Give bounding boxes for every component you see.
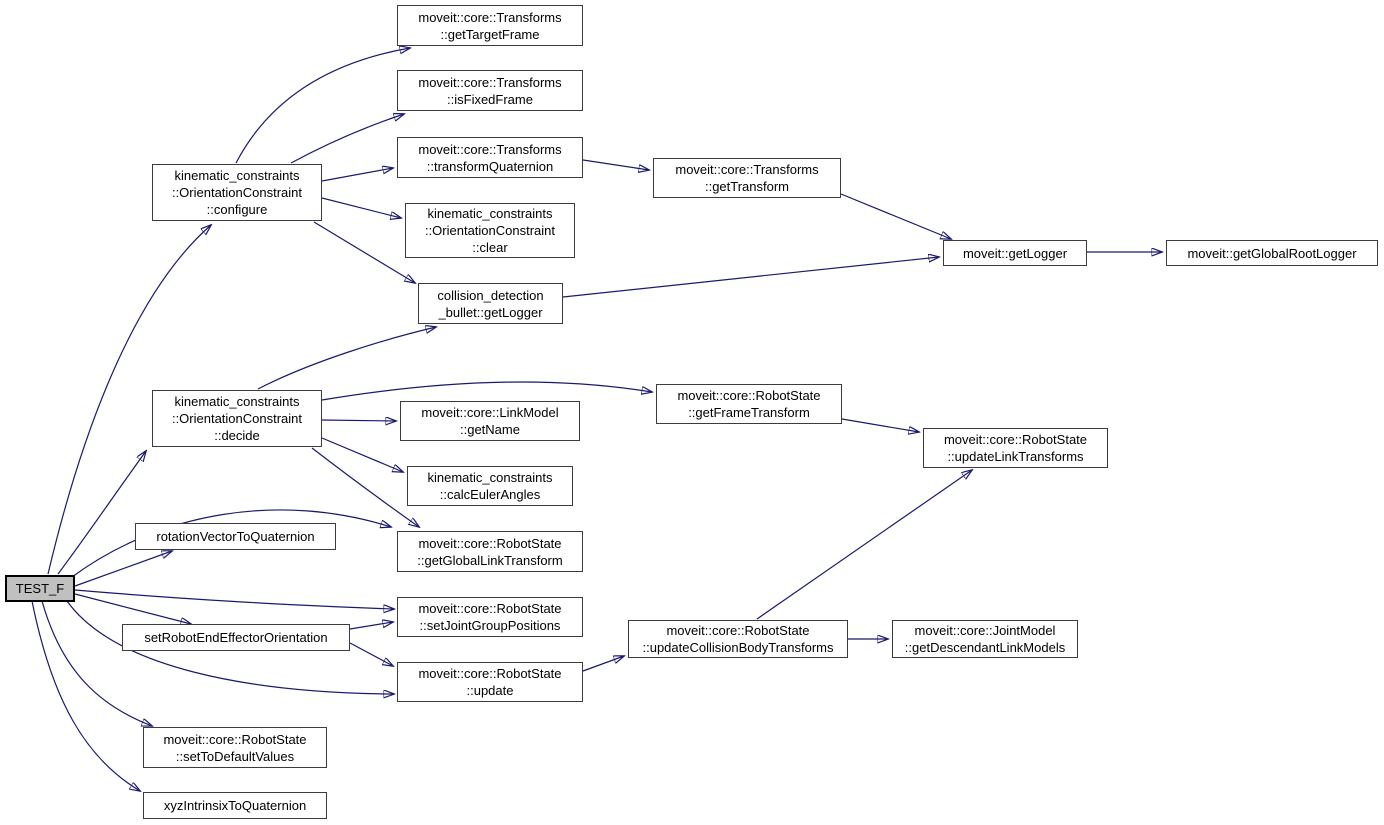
node-joint-model-get-descendant-link-models-label: moveit::core::JointModel ::getDescendant… (904, 623, 1066, 655)
edge-configure-to-getTargetFrame (235, 48, 410, 164)
edge-test_f-to-decide (57, 451, 146, 575)
node-link-model-get-name[interactable]: moveit::core::LinkModel ::getName (400, 401, 580, 441)
node-transforms-transform-quaternion-label: moveit::core::Transforms ::transformQuat… (418, 141, 562, 174)
node-get-logger[interactable]: moveit::getLogger (943, 240, 1087, 266)
node-transforms-transform-quaternion[interactable]: moveit::core::Transforms ::transformQuat… (397, 137, 583, 178)
node-robot-state-update[interactable]: moveit::core::RobotState ::update (397, 662, 583, 702)
node-joint-model-get-descendant-link-models[interactable]: moveit::core::JointModel ::getDescendant… (892, 620, 1078, 658)
node-robot-state-get-frame-transform-label: moveit::core::RobotState ::getFrameTrans… (677, 388, 821, 420)
node-transforms-is-fixed-frame-label: moveit::core::Transforms ::isFixedFrame (418, 74, 562, 107)
node-transforms-get-target-frame[interactable]: moveit::core::Transforms ::getTargetFram… (397, 5, 583, 46)
node-transforms-get-transform-label: moveit::core::Transforms ::getTransform (675, 162, 819, 194)
edge-updateCollisionBodyTransforms-to-updateLinkTransforms (756, 470, 972, 620)
node-orientation-constraint-configure[interactable]: kinematic_constraints ::OrientationConst… (152, 164, 322, 221)
edge-configure-to-isFixedFrame (290, 114, 404, 164)
node-collision-detection-bullet-get-logger[interactable]: collision_detection _bullet::getLogger (418, 283, 563, 324)
edge-decide-to-getFrameTransform (321, 381, 652, 401)
node-test-f: TEST_F (5, 575, 75, 602)
node-xyz-intrinsix-to-quaternion[interactable]: xyzIntrinsixToQuaternion (143, 792, 327, 819)
node-robot-state-set-joint-group-positions[interactable]: moveit::core::RobotState ::setJointGroup… (397, 597, 583, 637)
edge-setRobotEndEffectorOrientation-to-setJointGroupPositions (349, 622, 393, 630)
edge-decide-to-getName (321, 420, 396, 421)
node-collision-detection-bullet-get-logger-label: collision_detection _bullet::getLogger (437, 287, 544, 320)
node-calc-euler-angles-label: kinematic_constraints ::calcEulerAngles (427, 470, 553, 502)
node-robot-state-get-frame-transform[interactable]: moveit::core::RobotState ::getFrameTrans… (656, 384, 842, 424)
edge-configure-to-clear (321, 197, 401, 218)
node-get-logger-label: moveit::getLogger (962, 245, 1068, 261)
edge-test_f-to-setRobotEndEffectorOrientation (74, 593, 191, 624)
node-robot-state-get-global-link-transform[interactable]: moveit::core::RobotState ::getGlobalLink… (397, 531, 583, 572)
edge-setRobotEndEffectorOrientation-to-update (349, 642, 393, 666)
edge-decide-to-getGlobalLinkTransform (311, 447, 419, 527)
node-rotation-vector-to-quaternion-label: rotationVectorToQuaternion (156, 529, 315, 544)
edge-test_f-to-rotationVectorToQuaternion (74, 551, 172, 587)
node-set-robot-end-effector-orientation-label: setRobotEndEffectorOrientation (144, 630, 328, 645)
node-calc-euler-angles[interactable]: kinematic_constraints ::calcEulerAngles (407, 466, 573, 506)
node-orientation-constraint-decide[interactable]: kinematic_constraints ::OrientationConst… (152, 390, 322, 447)
edge-test_f-to-setToDefaultValues (41, 600, 152, 726)
node-get-global-root-logger-label: moveit::getGlobalRootLogger (1187, 245, 1357, 261)
node-link-model-get-name-label: moveit::core::LinkModel ::getName (421, 405, 559, 437)
node-set-robot-end-effector-orientation[interactable]: setRobotEndEffectorOrientation (122, 624, 350, 651)
edge-test_f-to-getGlobalLinkTransform (71, 509, 391, 578)
edge-bulletGetLogger-to-getLogger (562, 257, 939, 298)
edge-decide-to-calcEulerAngles (321, 437, 403, 472)
edge-update-to-updateCollisionBodyTransforms (582, 656, 624, 672)
node-orientation-constraint-configure-label: kinematic_constraints ::OrientationConst… (171, 168, 303, 217)
edge-decide-to-bulletGetLogger (257, 327, 436, 390)
node-rotation-vector-to-quaternion[interactable]: rotationVectorToQuaternion (135, 523, 336, 550)
node-orientation-constraint-decide-label: kinematic_constraints ::OrientationConst… (171, 394, 303, 443)
node-transforms-get-transform[interactable]: moveit::core::Transforms ::getTransform (653, 158, 841, 198)
node-robot-state-update-link-transforms[interactable]: moveit::core::RobotState ::updateLinkTra… (923, 428, 1108, 468)
edge-transformQuaternion-to-getTransform (582, 159, 649, 170)
edge-test_f-to-configure (47, 225, 211, 575)
node-robot-state-update-collision-body-transforms-label: moveit::core::RobotState ::updateCollisi… (642, 623, 834, 655)
node-set-to-default-values-label: moveit::core::RobotState ::setToDefaultV… (163, 731, 307, 764)
node-test-f-label: TEST_F (15, 581, 65, 596)
node-transforms-is-fixed-frame[interactable]: moveit::core::Transforms ::isFixedFrame (397, 70, 583, 111)
edge-configure-to-bulletGetLogger (313, 221, 415, 283)
node-robot-state-set-joint-group-positions-label: moveit::core::RobotState ::setJointGroup… (418, 601, 562, 633)
edge-test_f-to-xyzIntrinsixToQuaternion (31, 600, 140, 791)
node-orientation-constraint-clear-label: kinematic_constraints ::OrientationConst… (424, 206, 556, 255)
node-xyz-intrinsix-to-quaternion-label: xyzIntrinsixToQuaternion (163, 798, 307, 813)
node-orientation-constraint-clear[interactable]: kinematic_constraints ::OrientationConst… (405, 203, 575, 258)
node-robot-state-get-global-link-transform-label: moveit::core::RobotState ::getGlobalLink… (417, 535, 563, 568)
node-robot-state-update-collision-body-transforms[interactable]: moveit::core::RobotState ::updateCollisi… (628, 620, 848, 658)
node-robot-state-update-label: moveit::core::RobotState ::update (418, 666, 562, 698)
node-get-global-root-logger[interactable]: moveit::getGlobalRootLogger (1166, 240, 1378, 266)
node-robot-state-update-link-transforms-label: moveit::core::RobotState ::updateLinkTra… (943, 432, 1088, 464)
edge-configure-to-transformQuaternion (321, 168, 393, 182)
edge-test_f-to-setJointGroupPositions (74, 589, 394, 609)
node-transforms-get-target-frame-label: moveit::core::Transforms ::getTargetFram… (418, 9, 562, 42)
edge-test_f-to-update (66, 600, 394, 694)
node-set-to-default-values[interactable]: moveit::core::RobotState ::setToDefaultV… (143, 727, 327, 768)
edge-getTransform-to-getLogger (840, 193, 951, 239)
edge-getFrameTransform-to-updateLinkTransforms (841, 418, 919, 432)
